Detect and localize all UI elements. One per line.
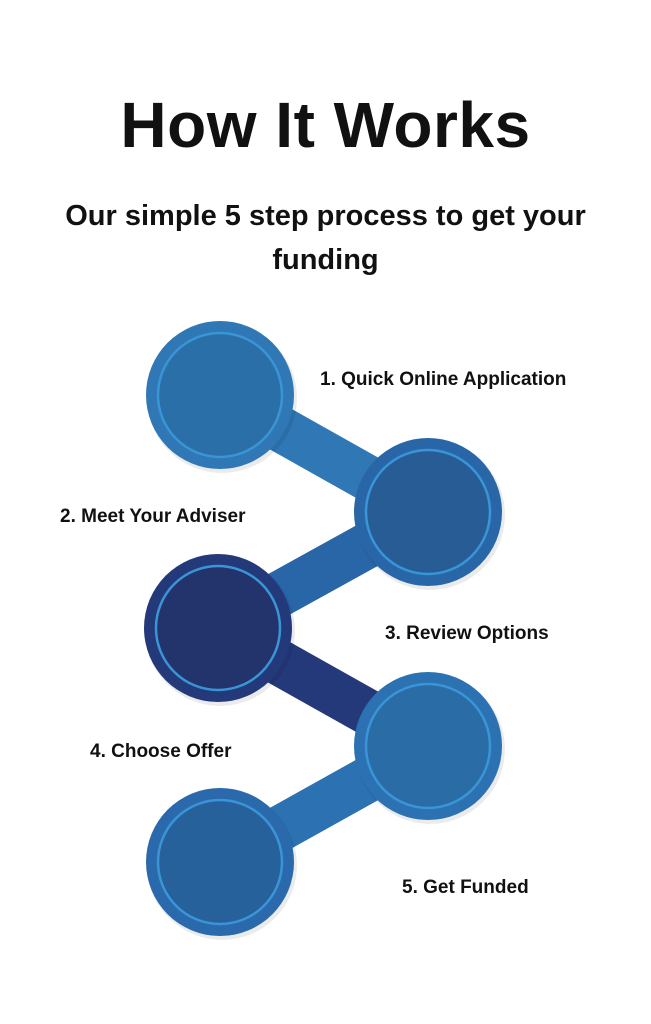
step-5-label: 5. Get Funded [402,877,529,898]
step-5-inner-ring [156,798,284,926]
step-1-label: 1. Quick Online Application [320,369,567,390]
step-2-label: 2. Meet Your Adviser [60,506,246,527]
step-1-inner-ring [156,331,284,459]
page-title: How It Works [120,89,531,161]
page-subtitle: Our simple 5 step process to get your fu… [65,200,586,276]
step-2-inner-ring [364,448,492,576]
step-3-label: 3. Review Options [385,623,549,644]
step-3-inner-ring [154,564,282,692]
step-4-inner-ring [364,682,492,810]
step-4-label: 4. Choose Offer [90,741,232,762]
